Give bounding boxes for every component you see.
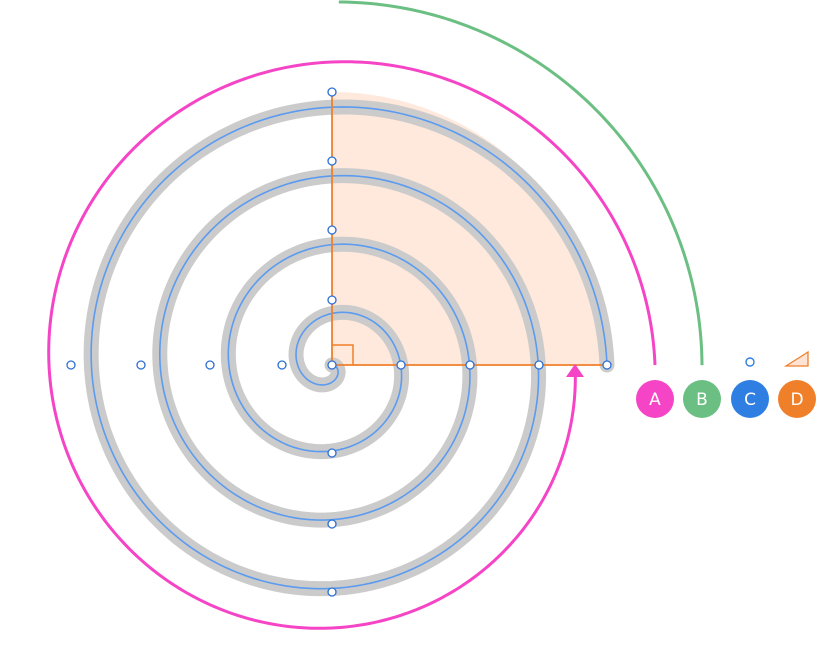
- spiral-handle[interactable]: [327, 87, 337, 97]
- magenta-arc: [47, 60, 657, 630]
- spiral-handle[interactable]: [327, 295, 337, 305]
- right-angle-marker: [332, 344, 354, 365]
- magenta-arrowhead[interactable]: [566, 364, 584, 377]
- spiral-handle[interactable]: [327, 156, 337, 166]
- point-tool-icon[interactable]: [745, 357, 755, 367]
- badge-c[interactable]: C: [731, 357, 769, 418]
- spiral-handle[interactable]: [327, 448, 337, 458]
- badge-d-label: D: [790, 390, 803, 410]
- badge-c-circle[interactable]: [731, 380, 769, 418]
- badge-b[interactable]: B: [683, 380, 721, 418]
- spiral-handle[interactable]: [327, 225, 337, 235]
- spiral-handle[interactable]: [465, 360, 475, 370]
- spiral-handle[interactable]: [205, 360, 215, 370]
- badge-b-circle[interactable]: [683, 380, 721, 418]
- badge-a-label: A: [649, 390, 661, 410]
- spiral-handle[interactable]: [534, 360, 544, 370]
- spiral-handle[interactable]: [602, 360, 612, 370]
- badge-d-circle[interactable]: [778, 380, 816, 418]
- badge-d[interactable]: D: [778, 350, 816, 418]
- spiral-handle[interactable]: [327, 587, 337, 597]
- badge-b-label: B: [696, 390, 708, 410]
- spiral-handle[interactable]: [277, 360, 287, 370]
- badge-a[interactable]: A: [636, 380, 674, 418]
- spiral-handles: [66, 87, 612, 597]
- spiral-handle[interactable]: [136, 360, 146, 370]
- angle-tool-icon[interactable]: [783, 350, 809, 367]
- badge-a-circle[interactable]: [636, 380, 674, 418]
- spiral-handle[interactable]: [327, 360, 337, 370]
- green-arc: [338, 0, 704, 366]
- spiral-handle[interactable]: [66, 360, 76, 370]
- badge-c-label: C: [744, 390, 756, 410]
- spiral-handle[interactable]: [327, 519, 337, 529]
- spiral-handle[interactable]: [396, 360, 406, 370]
